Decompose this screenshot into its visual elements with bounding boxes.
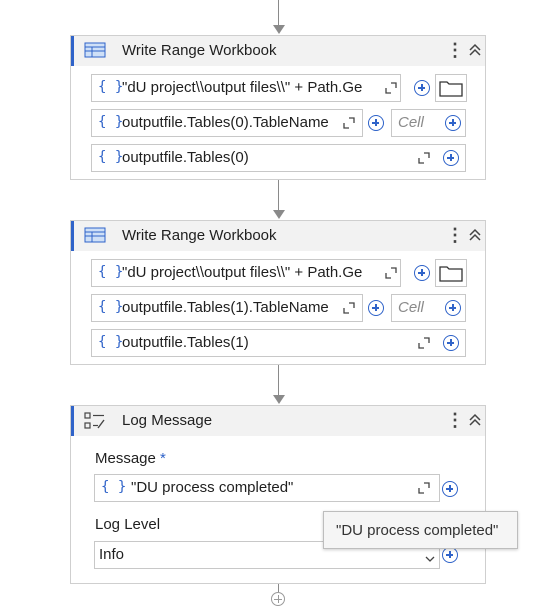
- browse-folder-button[interactable]: [435, 74, 467, 102]
- write-range-icon: [84, 227, 106, 248]
- folder-icon: [439, 81, 463, 97]
- add-icon[interactable]: [414, 265, 430, 281]
- write-range-workbook-card-2[interactable]: Write Range Workbook ⋮ { } "dU project\\…: [70, 220, 486, 365]
- sheet-name-field[interactable]: { } outputfile.Tables(0).TableName: [91, 109, 384, 137]
- expression-icon: { }: [98, 264, 124, 280]
- more-options-icon[interactable]: ⋮: [446, 410, 464, 430]
- connector-arrow: [273, 395, 285, 404]
- expand-icon[interactable]: [417, 151, 431, 170]
- message-field[interactable]: { } "DU process completed": [94, 474, 440, 502]
- browse-folder-button[interactable]: [435, 259, 467, 287]
- expression-icon: { }: [98, 334, 124, 350]
- expression-icon: { }: [98, 299, 124, 315]
- expression-icon: { }: [98, 149, 124, 165]
- log-level-label: Log Level: [95, 516, 161, 533]
- expand-icon[interactable]: [384, 81, 398, 100]
- add-icon[interactable]: [368, 115, 384, 131]
- expand-icon[interactable]: [417, 336, 431, 355]
- sheet-name-field[interactable]: { } outputfile.Tables(1).TableName: [91, 294, 384, 322]
- card-title: Write Range Workbook: [122, 227, 277, 244]
- add-icon[interactable]: [442, 481, 458, 497]
- connector-line: [278, 365, 279, 395]
- cell-placeholder: Cell: [398, 299, 424, 316]
- add-icon[interactable]: [368, 300, 384, 316]
- workbook-path-value: "dU project\\output files\\" + Path.Ge: [122, 79, 363, 96]
- message-tooltip: "DU process completed": [323, 511, 518, 549]
- log-message-icon: [84, 412, 106, 435]
- workbook-path-value: "dU project\\output files\\" + Path.Ge: [122, 264, 363, 281]
- expression-icon: { }: [98, 114, 124, 130]
- log-message-card[interactable]: Log Message ⋮ Message * { } "DU process …: [70, 405, 486, 584]
- add-icon[interactable]: [443, 335, 459, 351]
- connector-line: [278, 180, 279, 210]
- add-icon[interactable]: [443, 150, 459, 166]
- add-icon[interactable]: [445, 300, 461, 316]
- data-table-value: outputfile.Tables(1): [122, 334, 249, 351]
- write-range-icon: [84, 42, 106, 63]
- add-icon[interactable]: [442, 547, 458, 563]
- collapse-icon[interactable]: [468, 227, 482, 248]
- message-value: "DU process completed": [131, 479, 294, 496]
- more-options-icon[interactable]: ⋮: [446, 40, 464, 60]
- data-table-field[interactable]: { } outputfile.Tables(0): [91, 144, 466, 172]
- card-title: Write Range Workbook: [122, 42, 277, 59]
- expand-icon[interactable]: [342, 301, 356, 320]
- expand-icon[interactable]: [342, 116, 356, 135]
- folder-icon: [439, 266, 463, 282]
- connector-line-top: [278, 0, 279, 25]
- card-header[interactable]: Write Range Workbook ⋮: [71, 36, 485, 66]
- connector-line-bottom: [278, 584, 279, 592]
- message-label: Message *: [95, 450, 166, 467]
- log-level-value: Info: [99, 546, 125, 563]
- tooltip-text: "DU process completed": [336, 522, 499, 539]
- sheet-name-value: outputfile.Tables(1).TableName: [122, 299, 329, 316]
- expression-icon: { }: [98, 79, 124, 95]
- chevron-down-icon[interactable]: [425, 550, 435, 568]
- expression-icon: { }: [101, 479, 127, 495]
- expand-icon[interactable]: [384, 266, 398, 285]
- sheet-name-value: outputfile.Tables(0).TableName: [122, 114, 329, 131]
- card-header[interactable]: Log Message ⋮: [71, 406, 485, 436]
- workbook-path-field[interactable]: { } "dU project\\output files\\" + Path.…: [91, 74, 430, 102]
- data-table-value: outputfile.Tables(0): [122, 149, 249, 166]
- expand-icon[interactable]: [417, 481, 431, 500]
- card-header[interactable]: Write Range Workbook ⋮: [71, 221, 485, 251]
- data-table-field[interactable]: { } outputfile.Tables(1): [91, 329, 466, 357]
- add-icon[interactable]: [445, 115, 461, 131]
- collapse-icon[interactable]: [468, 42, 482, 63]
- required-marker: *: [160, 450, 166, 467]
- cell-field[interactable]: Cell: [391, 109, 466, 137]
- card-title: Log Message: [122, 412, 213, 429]
- connector-arrow: [273, 210, 285, 219]
- add-icon[interactable]: [414, 80, 430, 96]
- workbook-path-field[interactable]: { } "dU project\\output files\\" + Path.…: [91, 259, 430, 287]
- more-options-icon[interactable]: ⋮: [446, 225, 464, 245]
- cell-placeholder: Cell: [398, 114, 424, 131]
- add-activity-icon[interactable]: [271, 592, 285, 606]
- collapse-icon[interactable]: [468, 412, 482, 433]
- write-range-workbook-card-1[interactable]: Write Range Workbook ⋮ { } "dU project\\…: [70, 35, 486, 180]
- connector-arrow-top: [273, 25, 285, 34]
- cell-field[interactable]: Cell: [391, 294, 466, 322]
